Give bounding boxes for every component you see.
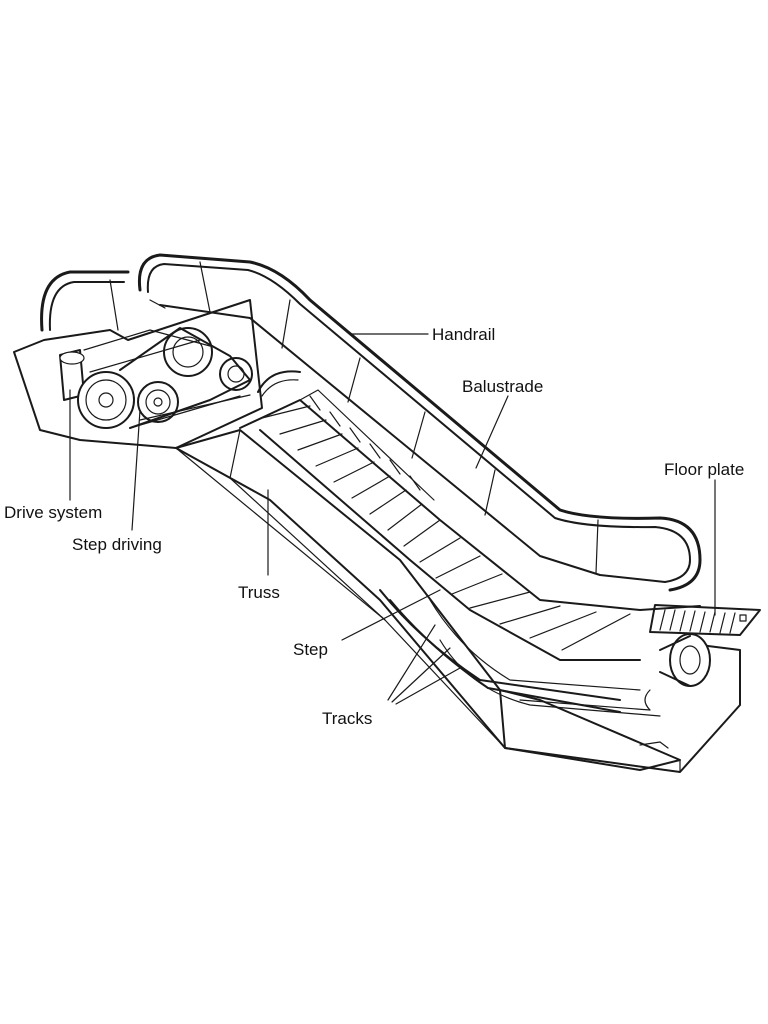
floor-plate-label: Floor plate	[664, 460, 744, 479]
balustrade-leader	[475, 395, 509, 469]
handrail-label: Handrail	[432, 325, 495, 344]
balustrade-label: Balustrade	[462, 377, 543, 396]
tracks-leader-3	[395, 667, 461, 705]
leader-lines	[69, 333, 716, 705]
step-driving-leader	[131, 409, 141, 531]
truss-body	[13, 299, 741, 773]
step-leader	[341, 589, 441, 641]
step-label: Step	[293, 640, 328, 659]
tracks-leader-2	[391, 647, 451, 703]
tracks-leader-1	[387, 624, 436, 701]
step-driving-label: Step driving	[72, 535, 162, 554]
handrail-balustrade	[40, 253, 702, 592]
tracks-label: Tracks	[322, 709, 372, 728]
tracks-lower	[379, 589, 711, 749]
truss-label: Truss	[238, 583, 280, 602]
steps	[239, 389, 761, 661]
drive-system-label: Drive system	[4, 503, 102, 522]
drive-machinery	[59, 327, 301, 429]
